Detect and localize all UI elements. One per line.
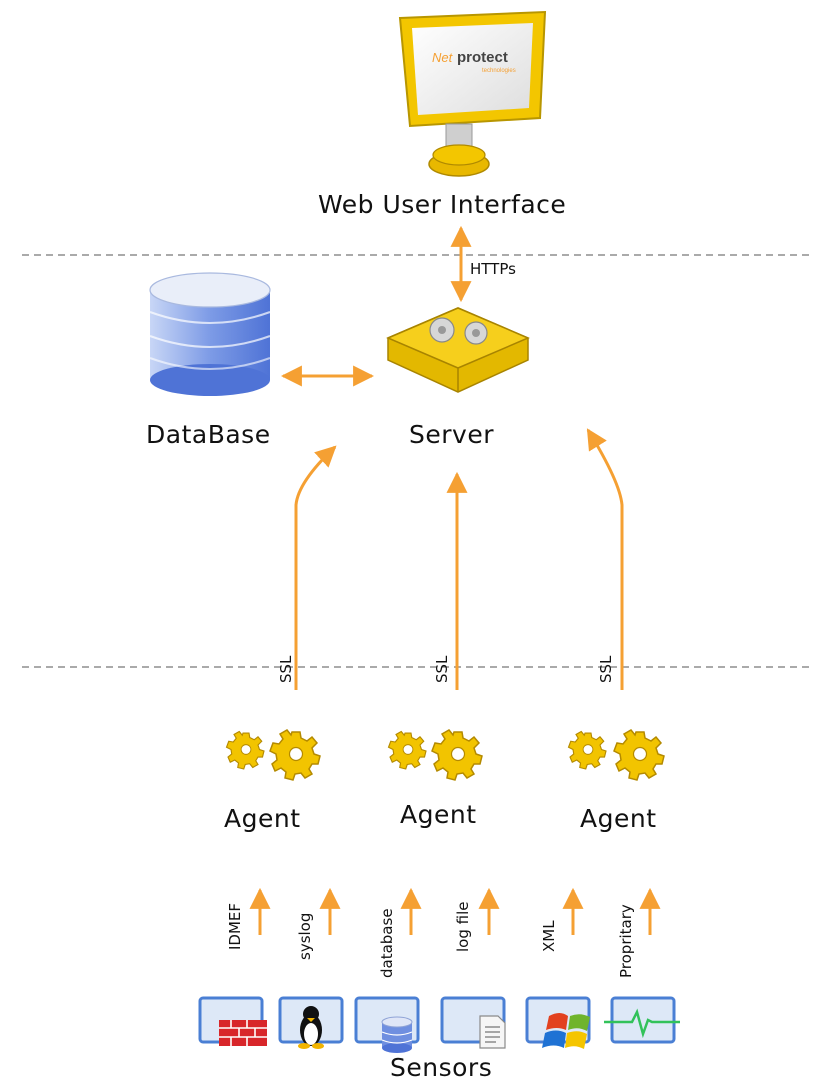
agent-gears-icon xyxy=(431,729,483,781)
agent-label-left: Agent xyxy=(224,804,301,833)
server-label: Server xyxy=(409,420,494,449)
server-icon xyxy=(386,307,530,393)
sensors-label: Sensors xyxy=(390,1053,493,1082)
logo-tagline-text: technologies xyxy=(482,68,516,74)
agent-gears-icon xyxy=(387,730,427,770)
agent-label-right: Agent xyxy=(580,804,657,833)
windows-logo-icon xyxy=(525,996,591,1049)
database-small-icon xyxy=(354,996,420,1053)
ssl-arrow-left xyxy=(294,445,337,690)
heartbeat-monitor-icon xyxy=(604,996,680,1044)
logo-net-text: Net xyxy=(432,50,454,65)
https-label: HTTPs xyxy=(470,260,516,278)
agent-gears-icon xyxy=(567,730,607,770)
format-label-database: database xyxy=(378,908,396,978)
ssl-label-left: SSL xyxy=(277,655,295,683)
format-label-log-file: log file xyxy=(454,901,472,952)
ssl-label-right: SSL xyxy=(597,655,615,683)
format-label-idmef: IDMEF xyxy=(226,902,244,950)
agent-gears-icon xyxy=(613,729,665,781)
format-label-syslog: syslog xyxy=(296,912,314,960)
ssl-arrow-right xyxy=(586,428,624,690)
web-ui-label: Web User Interface xyxy=(318,190,567,219)
format-label-xml: XML xyxy=(540,920,558,952)
logo-protect-text: protect xyxy=(457,49,508,66)
ssl-label-center: SSL xyxy=(433,655,451,683)
database-label: DataBase xyxy=(146,420,271,449)
format-label-proprietary: Propritary xyxy=(617,904,635,978)
database-icon xyxy=(149,272,271,396)
firewall-icon xyxy=(198,996,267,1046)
agent-gears-icon xyxy=(269,729,321,781)
log-file-icon xyxy=(440,996,506,1049)
agent-label-center: Agent xyxy=(400,800,477,829)
monitor-icon xyxy=(398,10,547,177)
agent-gears-icon xyxy=(225,730,265,770)
linux-penguin-icon xyxy=(278,996,344,1049)
